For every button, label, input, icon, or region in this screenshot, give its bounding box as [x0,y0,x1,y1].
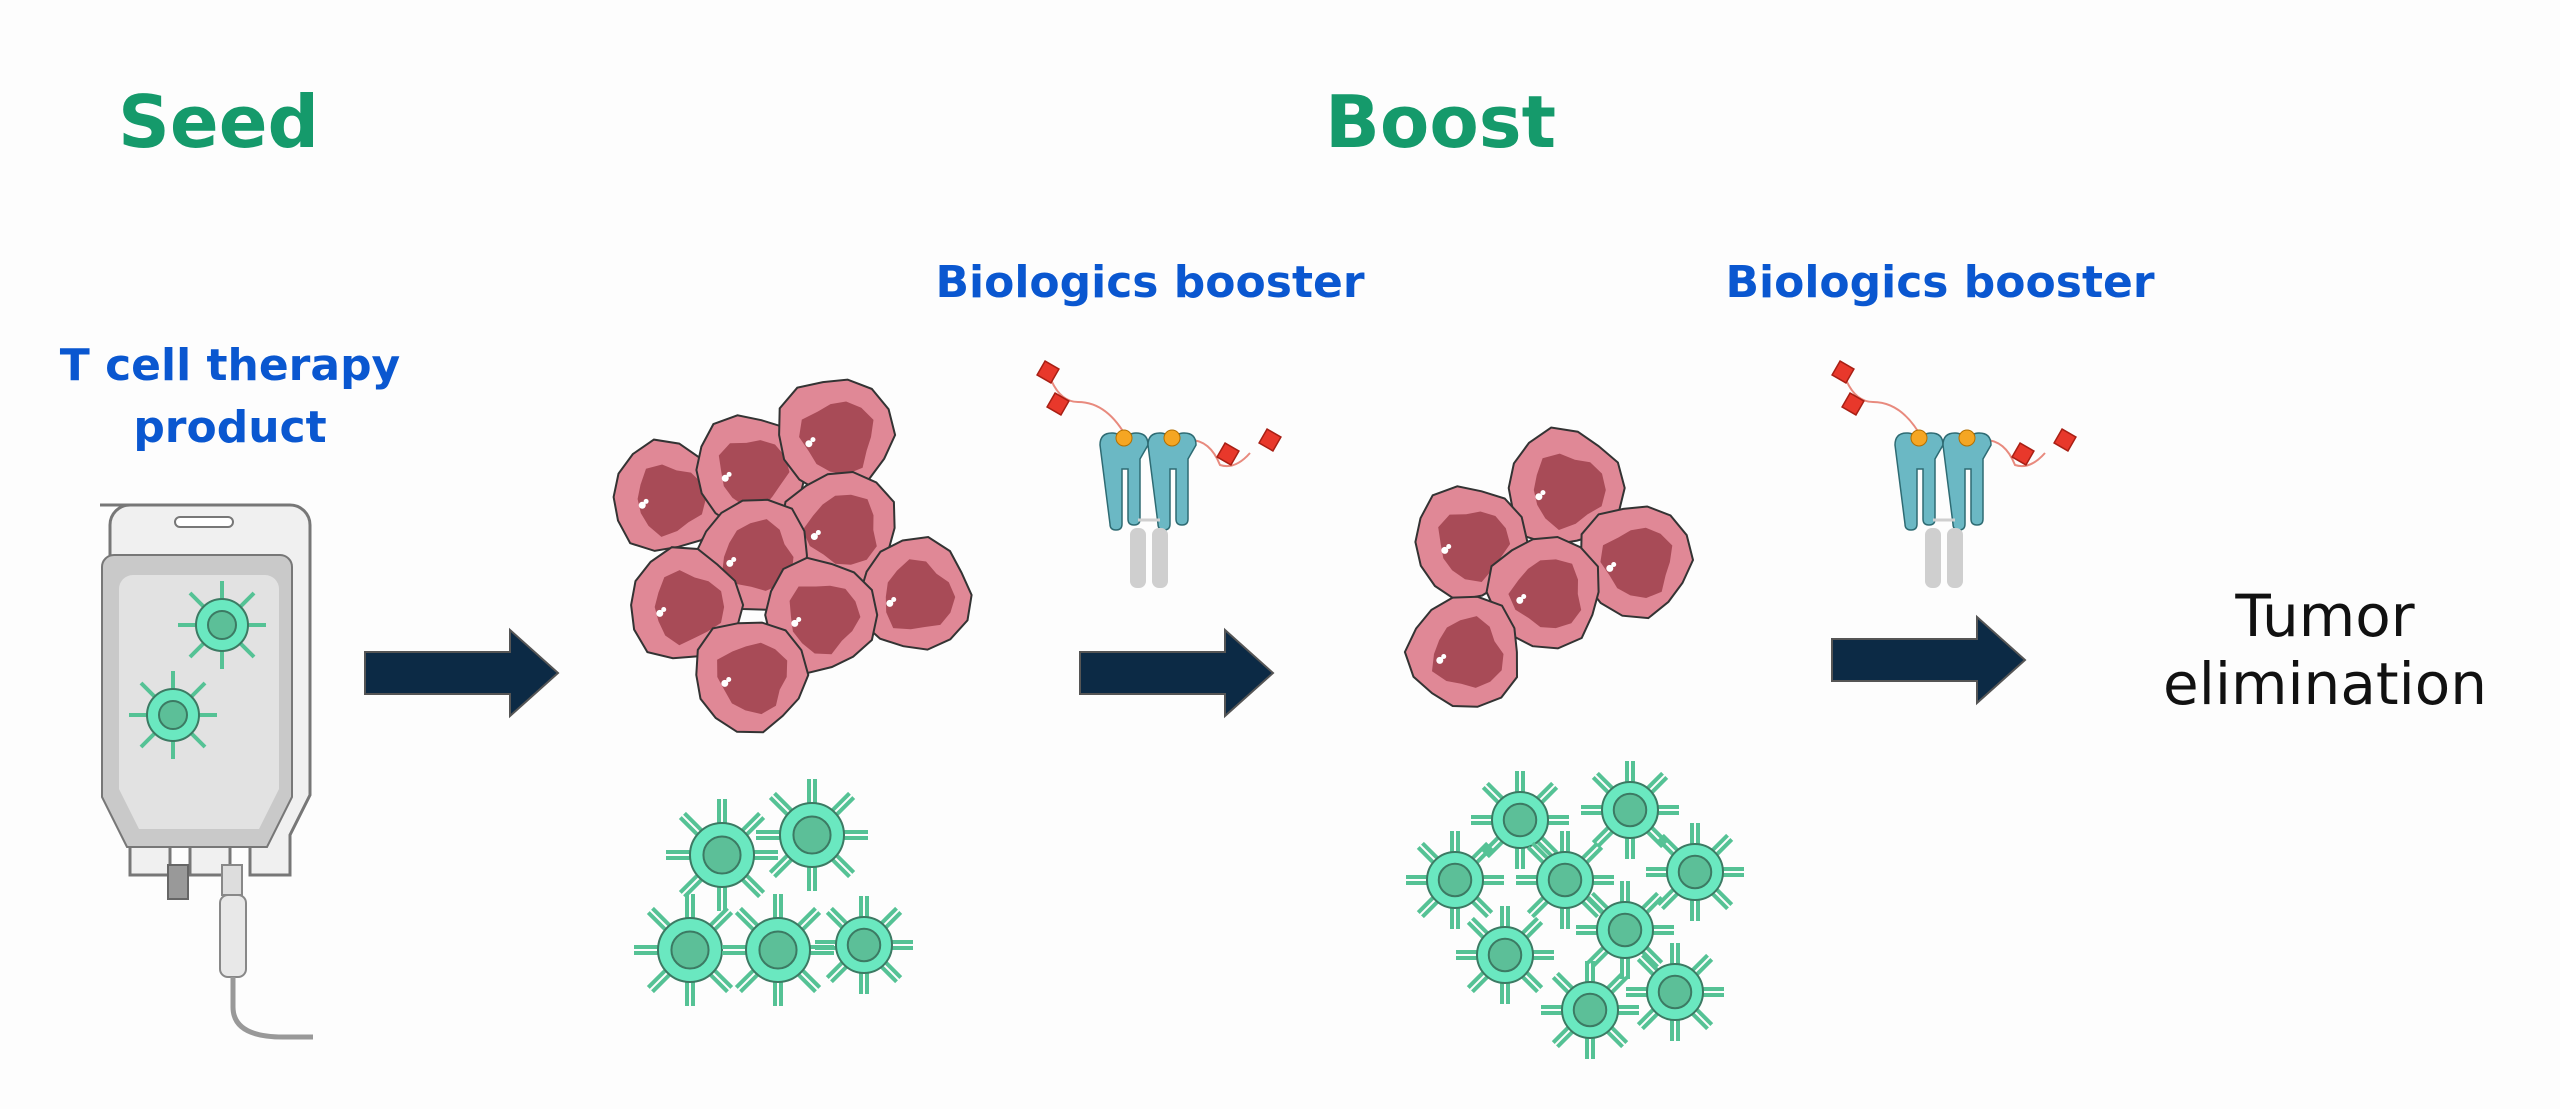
tumor-cluster-1 [612,378,973,734]
antibody [1036,360,1282,588]
tumor-cell [778,378,897,497]
tcell-product-label-line1: T cell therapy [59,340,401,391]
tcell [1626,943,1724,1041]
ligand-icon [1841,392,1865,416]
arrow-right-icon [364,627,560,719]
iv-drip-chamber [219,894,247,978]
outcome-label-line2: elimination [2163,650,2487,718]
arrow-right-icon [1079,627,1275,719]
ligand-icon [2011,442,2035,466]
tumor-cell [858,535,973,651]
booster-label-2: Biologics booster [1725,257,2155,308]
antibody [1831,360,2077,588]
tcell [815,896,913,994]
ligand-icon [1831,360,1855,384]
booster-label-1: Biologics booster [935,257,1365,308]
biologics-booster-antibody-1 [1036,360,1282,588]
tcell [634,894,746,1006]
arrow-right-icon [1831,614,2027,706]
tcell [666,799,778,911]
tcell [722,894,834,1006]
tcell-icon [178,581,266,669]
biologics-booster-antibody-2 [1831,360,2077,588]
tcell [1406,831,1504,929]
tumor-cell [1403,595,1519,708]
tumor-cell [695,621,810,734]
ligand-icon [1036,360,1060,384]
tcell [1576,881,1674,979]
tcell [1541,961,1639,1059]
tcell [1456,906,1554,1004]
iv-port-left [167,864,189,900]
tumor-cell [1485,535,1600,650]
outcome-label-line1: Tumor [2235,582,2415,650]
phase-title-boost: Boost [1325,80,1557,164]
iv-port-right [221,864,243,896]
tcell [1581,761,1679,859]
iv-tube [230,977,313,1040]
tcell [1471,771,1569,869]
iv-bag-hanger-slot [174,516,234,528]
tumor-cluster-2 [1403,426,1695,708]
outcome-label: Tumor elimination [2130,582,2520,718]
phase-title-seed: Seed [118,80,320,164]
tumor-cell [779,470,896,587]
tcell-product-label: T cell therapy product [20,335,440,459]
ligand-icon [2053,428,2077,452]
ligand-icon [1258,428,1282,452]
tcell-cluster-2 [1406,761,1744,1059]
ligand-icon [1046,392,1070,416]
tcell-icon [129,671,217,759]
tcell [1516,831,1614,929]
tcell-cluster-1 [634,779,913,1006]
tumor-cell [1579,505,1695,620]
tcell [756,779,868,891]
tcell [1646,823,1744,921]
ligand-icon [1216,442,1240,466]
tcell-product-label-line2: product [133,402,327,453]
iv-bag-illustration [100,503,313,1040]
